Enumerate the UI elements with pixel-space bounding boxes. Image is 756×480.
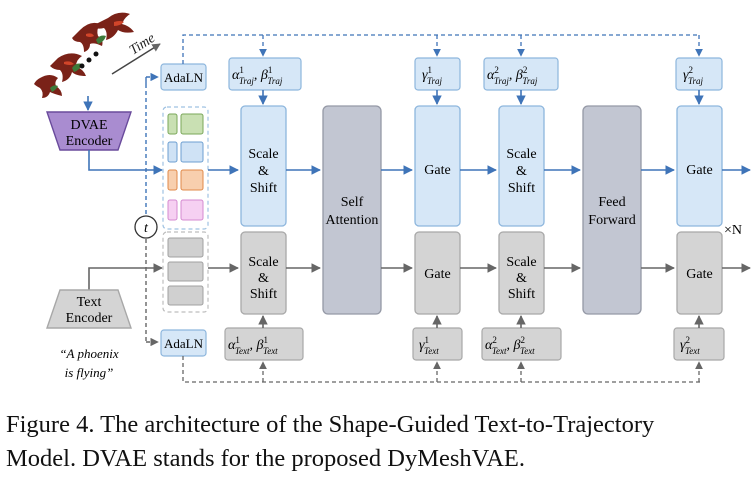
text-encoder xyxy=(46,289,132,329)
svg-text:Feed: Feed xyxy=(598,195,625,210)
timestep-label: t xyxy=(144,221,149,236)
svg-text:Self: Self xyxy=(341,195,364,210)
svg-text:Scale: Scale xyxy=(506,255,536,270)
figure-caption: Figure 4. The architecture of the Shape-… xyxy=(6,408,754,476)
text-encoder-label-2: Encoder xyxy=(66,311,113,326)
prompt-line-1: “A phoenix xyxy=(59,346,119,361)
caption-line-1: Figure 4. The architecture of the Shape-… xyxy=(6,411,655,438)
self-attention-block: Self Attention xyxy=(322,105,382,315)
svg-text:Attention: Attention xyxy=(326,213,379,228)
dvae-encoder xyxy=(46,111,132,151)
svg-text:Shift: Shift xyxy=(250,181,277,196)
svg-text:Gate: Gate xyxy=(686,267,712,282)
gate-text-2: Gate xyxy=(676,231,723,315)
text-encoder-label-1: Text xyxy=(77,295,102,310)
svg-text:Forward: Forward xyxy=(588,213,635,228)
svg-text:Shift: Shift xyxy=(508,181,535,196)
scale-shift-text-1: Scale & Shift xyxy=(240,231,287,315)
dvae-label-1: DVAE xyxy=(70,118,107,133)
token-stack xyxy=(162,106,209,230)
text-tokens xyxy=(167,237,204,306)
phoenix-illustration xyxy=(34,12,134,98)
svg-text:&: & xyxy=(516,271,527,286)
gate-text-1: Gate xyxy=(414,231,461,315)
feed-forward-block: Feed Forward xyxy=(582,105,642,315)
scale-shift-traj-2: Scale & Shift xyxy=(498,105,545,227)
svg-text:Gate: Gate xyxy=(424,267,450,282)
scale-shift-traj-1: Scale & Shift xyxy=(240,105,287,227)
svg-text:Scale: Scale xyxy=(506,147,536,162)
repeat-label: ×N xyxy=(724,223,742,238)
text-token-stack xyxy=(162,231,209,313)
gate-traj-2: Gate xyxy=(676,105,723,227)
prompt-line-2: is flying” xyxy=(65,365,114,380)
gate-traj-1: Gate xyxy=(414,105,461,227)
shape-tokens xyxy=(167,113,204,221)
caption-line-2: Model. DVAE stands for the proposed DyMe… xyxy=(6,445,525,472)
svg-text:Scale: Scale xyxy=(248,147,278,162)
timestep-node xyxy=(134,215,158,239)
scale-shift-text-2: Scale & Shift xyxy=(498,231,545,315)
adaln-bottom-label: AdaLN xyxy=(164,336,204,351)
svg-text:Gate: Gate xyxy=(424,163,450,178)
adaln-top-label: AdaLN xyxy=(164,70,204,85)
time-axis xyxy=(111,43,161,75)
dvae-label-2: Encoder xyxy=(66,134,113,149)
svg-text:Shift: Shift xyxy=(250,287,277,302)
svg-text:&: & xyxy=(258,271,269,286)
svg-text:Gate: Gate xyxy=(686,163,712,178)
svg-text:Scale: Scale xyxy=(248,255,278,270)
svg-text:Shift: Shift xyxy=(508,287,535,302)
svg-text:&: & xyxy=(516,164,527,179)
svg-text:&: & xyxy=(258,164,269,179)
